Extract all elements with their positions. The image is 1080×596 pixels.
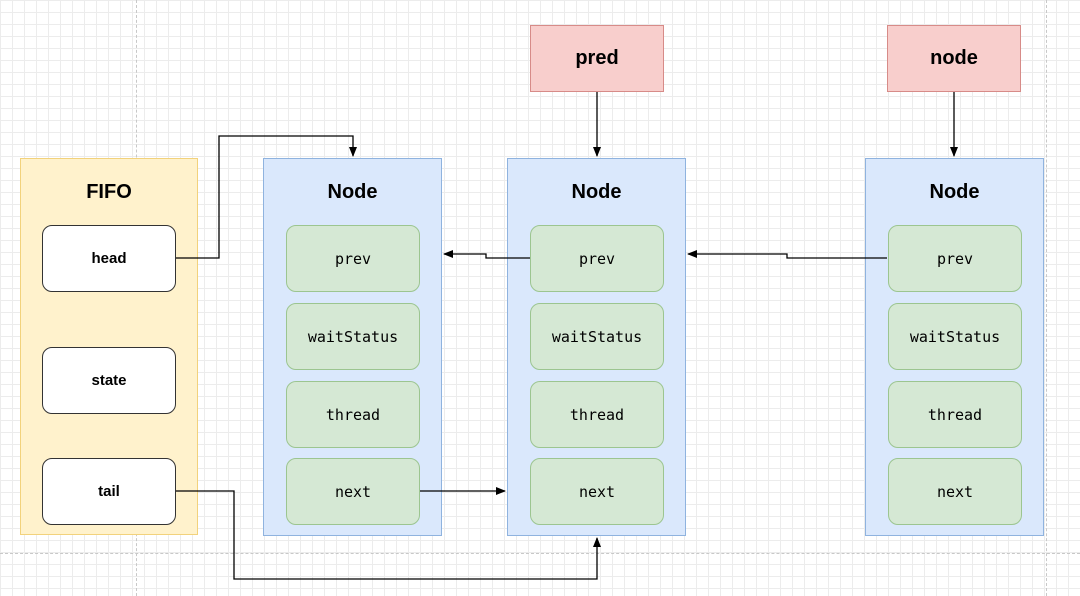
fifo-field-tail: tail — [42, 458, 176, 525]
pred-pointer-label: pred — [530, 25, 664, 92]
node-field-waitstatus: waitStatus — [530, 303, 664, 370]
node-field-thread: thread — [530, 381, 664, 448]
node-box-2: Node prev waitStatus thread next — [507, 158, 686, 536]
node-field-prev: prev — [286, 225, 420, 292]
tail-to-node2-arrow — [176, 490, 601, 580]
node-title: Node — [327, 181, 378, 203]
guide-line — [1046, 0, 1047, 596]
node-field-next: next — [530, 458, 664, 525]
node-box-3: Node prev waitStatus thread next — [865, 158, 1044, 536]
node-title: Node — [571, 181, 622, 203]
node-field-prev: prev — [888, 225, 1022, 292]
node-pointer-label: node — [887, 25, 1021, 92]
fifo-field-state: state — [42, 347, 176, 414]
node-title: Node — [929, 181, 980, 203]
node-field-waitstatus: waitStatus — [888, 303, 1022, 370]
node-field-thread: thread — [286, 381, 420, 448]
node-field-waitstatus: waitStatus — [286, 303, 420, 370]
head-to-node1-arrow — [176, 135, 357, 259]
node-field-next: next — [286, 458, 420, 525]
node-box-1: Node prev waitStatus thread next — [263, 158, 442, 536]
node3-prev-arrow — [687, 250, 887, 259]
node2-prev-arrow — [443, 250, 530, 259]
node-field-next: next — [888, 458, 1022, 525]
fifo-field-head: head — [42, 225, 176, 292]
node-field-thread: thread — [888, 381, 1022, 448]
guide-line — [0, 553, 1080, 554]
fifo-container: FIFO head state tail — [20, 158, 198, 535]
fifo-title: FIFO — [86, 181, 132, 203]
node-field-prev: prev — [530, 225, 664, 292]
